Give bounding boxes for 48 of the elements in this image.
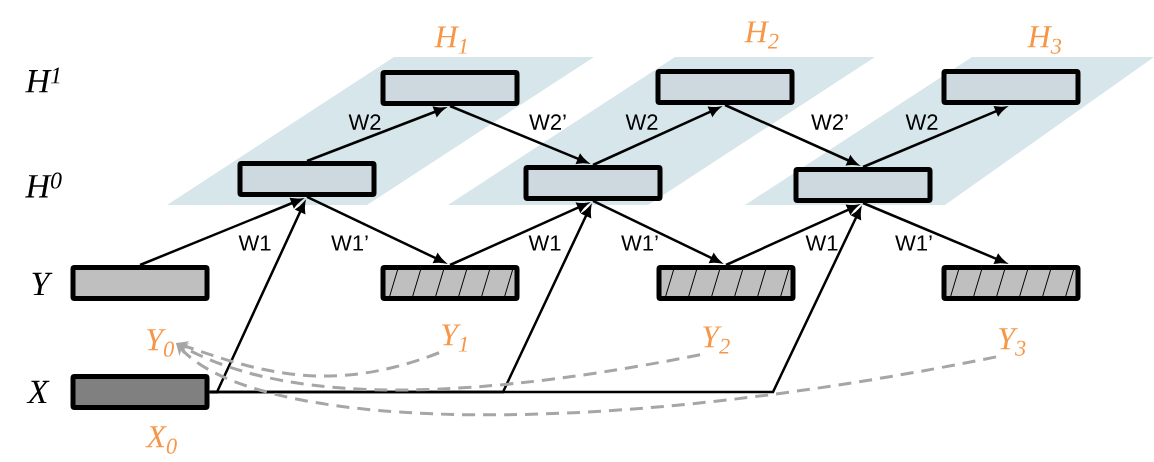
variable-label: X$_{0}$ bbox=[145, 426, 177, 454]
variable-label: Y$_{2}$ bbox=[703, 326, 730, 354]
hidden-box bbox=[380, 70, 520, 106]
variable-label: Y$_{1}$ bbox=[442, 324, 467, 352]
arrow bbox=[592, 199, 721, 264]
row-label: H$^{1}$ bbox=[25, 67, 60, 93]
edge-label: W2 bbox=[348, 114, 381, 130]
variable-label: Y$_{0}$ bbox=[147, 329, 174, 357]
row-label: X bbox=[26, 380, 50, 404]
variable-label: H$_{2}$ bbox=[744, 21, 779, 49]
edge-label: W2 bbox=[625, 114, 658, 130]
variable-label: H$_{3}$ bbox=[1027, 26, 1062, 54]
arrow bbox=[306, 106, 445, 163]
hidden-box bbox=[655, 69, 795, 105]
edge-label: W2 bbox=[905, 114, 938, 130]
edge-label: W1’ bbox=[331, 235, 368, 251]
hidden-box bbox=[793, 167, 933, 203]
arrow bbox=[862, 201, 1006, 264]
arrow bbox=[724, 103, 858, 166]
edge-label: W1 bbox=[238, 235, 271, 251]
arrow bbox=[139, 198, 302, 267]
row-label: H$^{0}$ bbox=[25, 172, 62, 198]
row-label: Y bbox=[32, 272, 53, 296]
hatched-box bbox=[941, 265, 1081, 301]
edge-label: W1’ bbox=[895, 235, 932, 251]
arrow bbox=[306, 195, 445, 264]
arrow bbox=[862, 106, 1006, 169]
edge-label: W1 bbox=[805, 235, 838, 251]
edge-label: W2’ bbox=[529, 114, 566, 130]
input-box bbox=[70, 374, 210, 410]
input-box bbox=[70, 265, 210, 301]
edge-label: W2’ bbox=[811, 114, 848, 130]
dashed-arrow bbox=[176, 343, 997, 416]
dashed-arrow bbox=[176, 343, 701, 392]
hidden-box bbox=[941, 69, 1081, 105]
edge-label: W1 bbox=[528, 235, 561, 251]
variable-label: Y$_{3}$ bbox=[999, 328, 1026, 356]
hatched-box bbox=[656, 265, 796, 301]
hidden-box bbox=[523, 165, 663, 201]
hatched-box bbox=[380, 265, 520, 301]
hidden-box bbox=[237, 161, 377, 197]
arrow bbox=[725, 204, 858, 267]
edge-label: W1’ bbox=[621, 235, 658, 251]
arrow bbox=[449, 202, 588, 267]
arrow bbox=[592, 106, 720, 167]
arrow bbox=[209, 208, 862, 394]
variable-label: H$_{1}$ bbox=[434, 26, 467, 54]
arrow bbox=[449, 104, 588, 164]
